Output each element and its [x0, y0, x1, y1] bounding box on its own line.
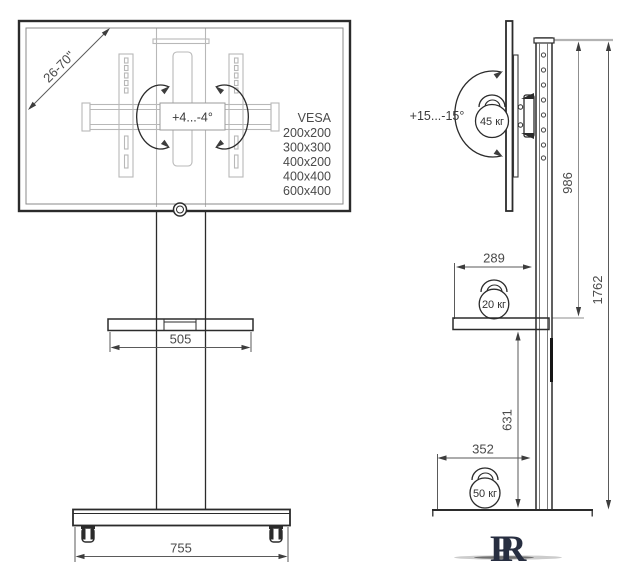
swivel-annotation: +4...-4° [136, 84, 249, 150]
shelf-depth-dimension: 289 [454, 251, 532, 319]
mount-height-label: 986 [560, 172, 575, 194]
tilt-annotation: +15...-15° [410, 70, 503, 158]
vesa-size: 200x200 [283, 126, 331, 140]
shelf-height-label: 631 [500, 409, 515, 431]
kettlebell-50kg-icon: 50 кг [469, 467, 501, 509]
vesa-size: 400x400 [283, 170, 331, 184]
vesa-size-list: VESA 200x200 300x300 400x200 400x400 600… [283, 111, 332, 198]
logo-swoosh-dark [474, 556, 534, 559]
base-depth-dimension: 352 [437, 442, 531, 510]
caster-right [269, 525, 283, 543]
shelf-front [107, 318, 254, 332]
vesa-strip-right [228, 53, 244, 178]
shelf-depth-label: 289 [483, 251, 505, 266]
shelf-width-label: 505 [170, 332, 192, 347]
brand-logo: PR [454, 529, 562, 570]
max-shelf-weight-label: 20 кг [482, 299, 506, 311]
column-front [155, 212, 207, 510]
vesa-size: 600x400 [283, 184, 331, 198]
front-view: +4...-4° 26-70" VESA 200x200 300x300 400… [17, 19, 352, 562]
vesa-strip-left [118, 53, 134, 178]
tilt-angle-label: +15...-15° [410, 109, 465, 123]
total-height-dimension: 1762 [590, 41, 612, 510]
diagonal-size-dimension: 26-70" [28, 28, 110, 110]
total-height-label: 1762 [590, 276, 605, 305]
tv-bottom-circle [172, 202, 188, 217]
kettlebell-20kg-icon: 20 кг [478, 279, 510, 320]
column-holes [540, 52, 547, 161]
swivel-angle-label: +4...-4° [172, 111, 213, 125]
shelf-height-dimension: 631 [500, 331, 521, 508]
max-tv-weight-label: 45 кг [480, 116, 504, 128]
caster-left [81, 525, 95, 543]
logo-letters: PR [490, 529, 528, 570]
vesa-size: 300x300 [283, 141, 331, 155]
base-width-label: 755 [170, 541, 192, 556]
kettlebell-45kg-icon: 45 кг [474, 94, 510, 139]
base-side [432, 509, 593, 517]
vesa-title: VESA [298, 111, 332, 125]
base-front [72, 508, 291, 543]
max-base-weight-label: 50 кг [473, 488, 497, 500]
base-width-dimension: 755 [74, 527, 289, 562]
base-depth-label: 352 [472, 442, 494, 457]
column-clip-mark [550, 338, 553, 382]
mount-height-dimension: 986 [560, 41, 582, 317]
tilt-hinge [517, 93, 535, 139]
vesa-size: 400x200 [283, 155, 331, 169]
column-side [533, 37, 555, 511]
shelf-side [452, 317, 550, 331]
shelf-width-dimension: 505 [109, 332, 252, 352]
diagonal-range-label: 26-70" [40, 48, 78, 86]
side-view: +15...-15° 45 кг 289 20 кг [410, 20, 613, 570]
